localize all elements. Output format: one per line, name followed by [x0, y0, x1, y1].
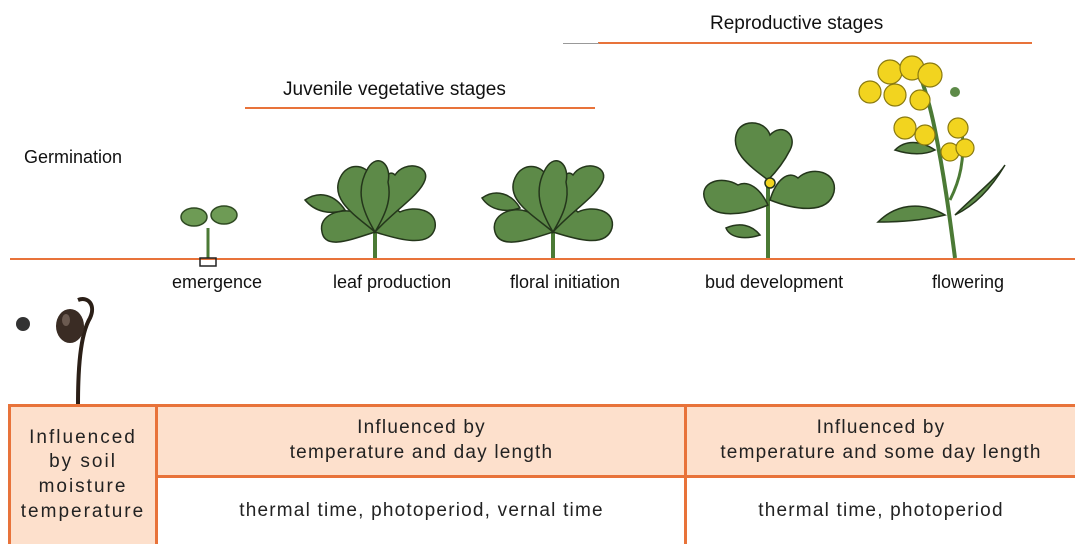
- stage-label-bud-development: bud development: [705, 272, 843, 293]
- temp-daylength-line1: Influenced by: [357, 416, 486, 441]
- flowering-plant-icon: [859, 56, 1005, 258]
- stage-label-flowering: flowering: [932, 272, 1004, 293]
- temp-daylength-cell: Influenced by temperature and day length: [158, 406, 685, 476]
- stage-label-leaf-production: leaf production: [333, 272, 451, 293]
- table-divider-1: [155, 404, 158, 544]
- temp-some-daylength-line1: Influenced by: [817, 416, 946, 441]
- table-divider-2: [684, 404, 687, 544]
- reproductive-measures-cell: thermal time, photoperiod: [687, 478, 1075, 544]
- soil-cell-line4: temperature: [21, 500, 145, 525]
- vegetative-measures-text: thermal time, photoperiod, vernal time: [239, 499, 604, 524]
- rosette-plant-icon: [305, 161, 435, 258]
- soil-cell-line2: by soil: [49, 450, 117, 475]
- rosette-plant-icon-2: [482, 161, 612, 258]
- budding-plant-icon: [704, 123, 835, 258]
- table-border-middle: [156, 475, 1075, 478]
- table-border-left: [8, 404, 11, 544]
- reproductive-measures-text: thermal time, photoperiod: [758, 499, 1003, 524]
- table-border-top: [8, 404, 1075, 407]
- soil-cell-line1: Influenced: [29, 426, 137, 451]
- temp-daylength-line2: temperature and day length: [290, 441, 554, 466]
- temp-some-daylength-cell: Influenced by temperature and some day l…: [687, 406, 1075, 476]
- seedling-icon: [181, 206, 237, 266]
- temp-some-daylength-line2: temperature and some day length: [720, 441, 1041, 466]
- stage-label-floral-initiation: floral initiation: [510, 272, 620, 293]
- stage-label-emergence: emergence: [172, 272, 262, 293]
- soil-moisture-cell: Influenced by soil moisture temperature: [10, 406, 156, 544]
- vegetative-measures-cell: thermal time, photoperiod, vernal time: [158, 478, 685, 544]
- soil-cell-line3: moisture: [39, 475, 128, 500]
- germinating-seed-icon: [16, 299, 92, 405]
